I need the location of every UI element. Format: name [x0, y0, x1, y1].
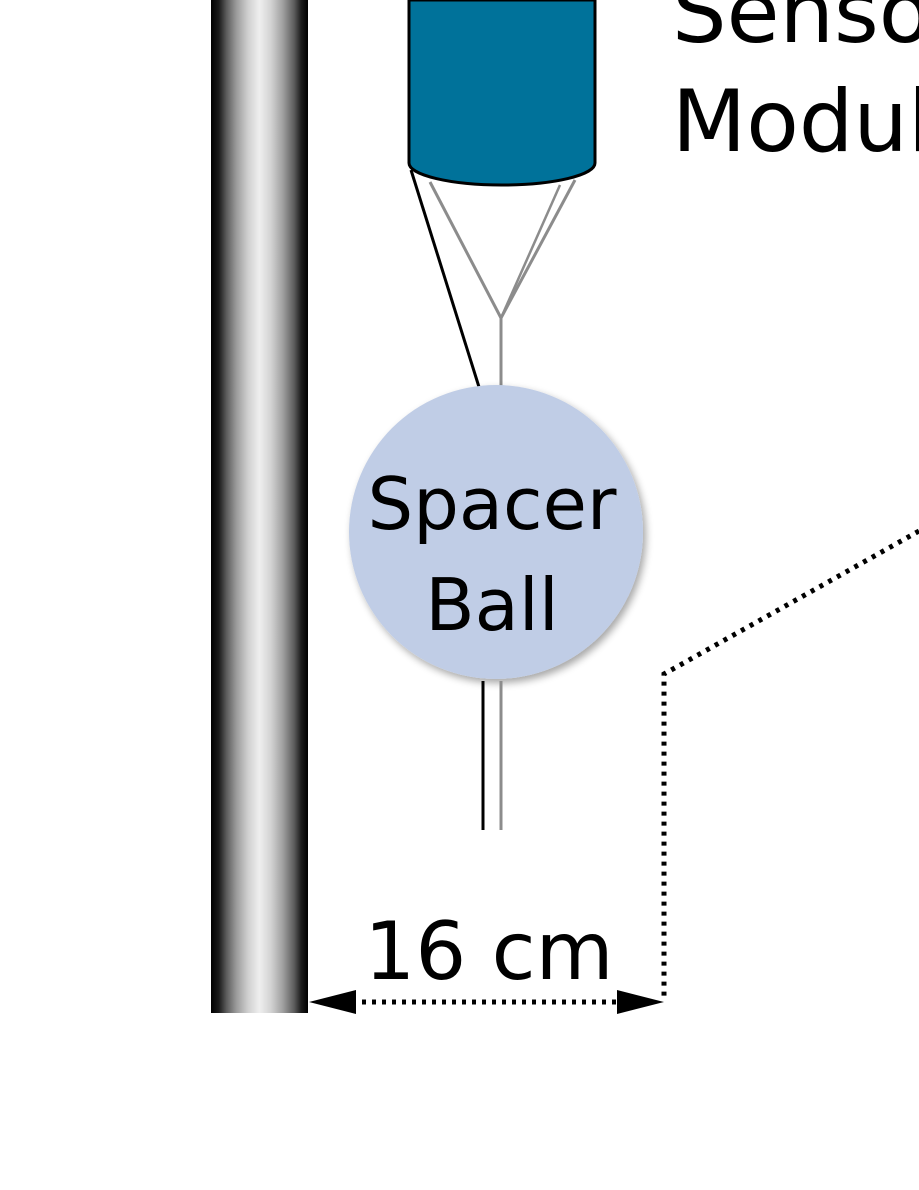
sensor-module: [407, 0, 597, 187]
distance-label: 16 cm: [364, 905, 613, 998]
distance-measurement: 16 cm: [309, 905, 664, 1014]
gray-cable-left: [428, 181, 503, 319]
gray-cable-right-outer: [499, 179, 577, 319]
dotted-guide-line: [661, 528, 919, 1000]
spacer-ball-label-line1: Spacer: [367, 462, 616, 546]
spacer-ball-label-line2: Ball: [425, 563, 559, 647]
lower-cables: [481, 681, 503, 830]
vertical-pole: [211, 0, 308, 1013]
sensor-module-label-line2: Module: [672, 72, 919, 172]
sensor-module-body: [407, 0, 597, 187]
black-cable-upper: [409, 169, 481, 388]
spacer-ball: Spacer Ball: [349, 385, 643, 679]
distance-arrowhead-right: [617, 990, 664, 1014]
gray-cable-right-inner: [499, 184, 562, 319]
sensor-cables: [409, 169, 577, 390]
distance-arrowhead-left: [309, 990, 356, 1014]
spacer-ball-circle: [349, 385, 643, 679]
sensor-module-label-line1: Sensor: [672, 0, 919, 63]
